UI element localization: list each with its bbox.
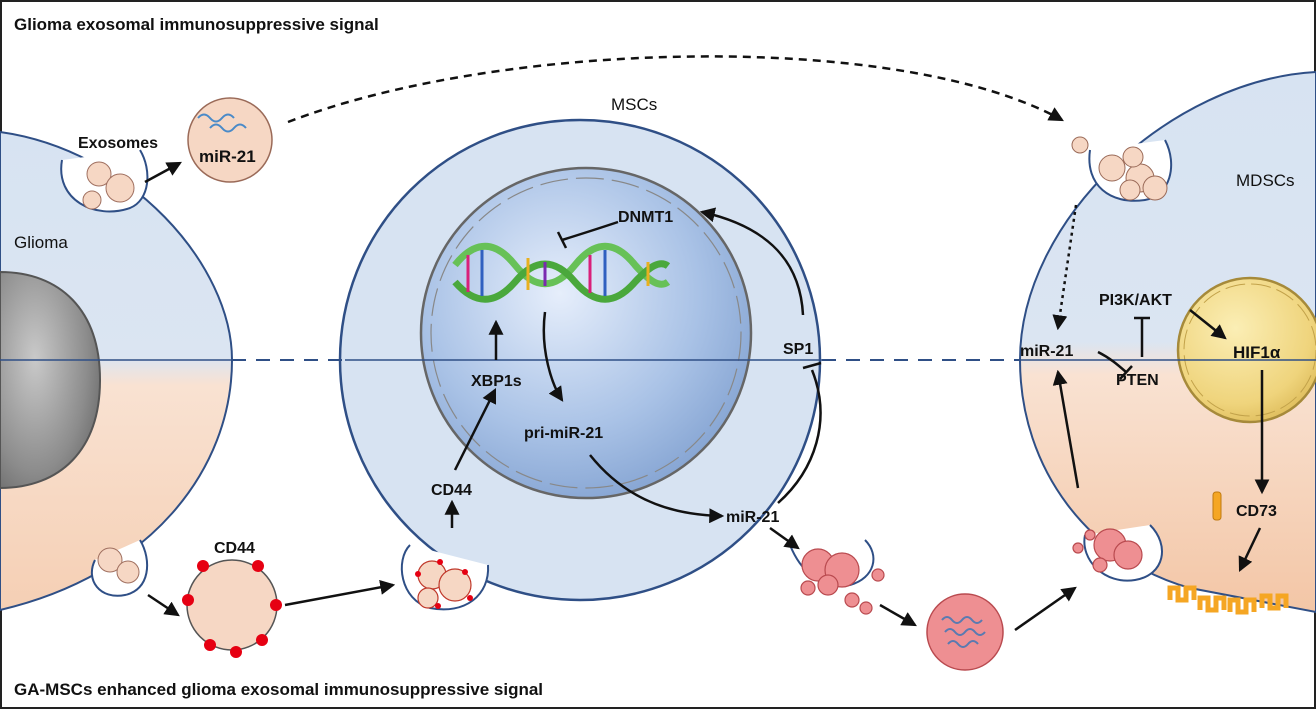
xbp1s-label: XBP1s xyxy=(471,373,522,390)
dna-helix-icon xyxy=(452,242,671,303)
msc-nuclear-envelope xyxy=(430,177,742,489)
arrow xyxy=(769,526,800,550)
pri-mir21-label: pri-miR-21 xyxy=(524,425,603,442)
inhibition-bar xyxy=(556,231,568,249)
mdscs-label: MDSCs xyxy=(1236,171,1295,190)
arrows xyxy=(144,55,1270,632)
mdsc-peach-exosomes xyxy=(1071,136,1168,201)
arrow xyxy=(147,593,180,617)
msc-released-exosomes xyxy=(800,548,885,615)
arrow xyxy=(284,579,396,607)
mir21-exosome-label: miR-21 xyxy=(199,147,256,166)
inhibition-bar xyxy=(802,361,822,370)
exosome xyxy=(86,161,112,187)
mscs-label: MSCs xyxy=(611,95,657,114)
arrow xyxy=(453,387,497,471)
bottom-title: GA-MSCs enhanced glioma exosomal immunos… xyxy=(14,680,543,699)
sp1-label: SP1 xyxy=(783,341,813,358)
exosome xyxy=(82,190,102,210)
msc-uptake-exosomes xyxy=(415,559,473,609)
inhibitions xyxy=(556,220,1150,504)
mir21-mdsc-label: miR-21 xyxy=(1020,343,1073,360)
arrow xyxy=(1014,586,1077,632)
top-title: Glioma exosomal immunosuppressive signal xyxy=(14,15,379,34)
exosome xyxy=(105,173,135,203)
arrow xyxy=(144,161,182,184)
arrow xyxy=(542,311,564,402)
msc-nucleus xyxy=(419,166,753,500)
arrow xyxy=(699,207,805,316)
glioma-cell xyxy=(0,130,234,612)
mir21-msc-label: miR-21 xyxy=(726,509,779,526)
arrow xyxy=(879,603,917,627)
glioma-nucleus xyxy=(0,270,102,490)
cd44-exosome xyxy=(182,559,282,658)
hif1a-label: HIF1α xyxy=(1233,343,1281,362)
exosome xyxy=(116,560,140,584)
arrow xyxy=(1238,527,1262,573)
arrow xyxy=(287,55,1064,124)
cd73-receptors xyxy=(1167,491,1289,615)
inhibition-line xyxy=(1097,350,1127,373)
mdsc-nucleus xyxy=(1176,276,1316,424)
cd44-exosome-label: CD44 xyxy=(214,540,255,557)
pten-label: PTEN xyxy=(1116,372,1159,389)
red-mir21-exosome xyxy=(926,593,1004,671)
arrow xyxy=(1189,309,1227,340)
glioma-label: Glioma xyxy=(14,233,68,252)
cd44-msc-label: CD44 xyxy=(431,482,472,499)
inhibition-line xyxy=(561,220,619,242)
mdsc-red-exosomes xyxy=(1072,528,1143,573)
exosome xyxy=(97,547,123,573)
pi3k-akt-label: PI3K/AKT xyxy=(1099,292,1172,309)
cd73-label: CD73 xyxy=(1236,503,1277,520)
inhibition-line xyxy=(777,369,822,504)
dnmt1-label: DNMT1 xyxy=(618,209,673,226)
arrow xyxy=(589,454,725,524)
arrow xyxy=(1052,369,1080,489)
inhibition-bar xyxy=(1119,365,1133,380)
exosomes-label: Exosomes xyxy=(78,135,158,152)
mir21-exosome xyxy=(187,97,273,183)
